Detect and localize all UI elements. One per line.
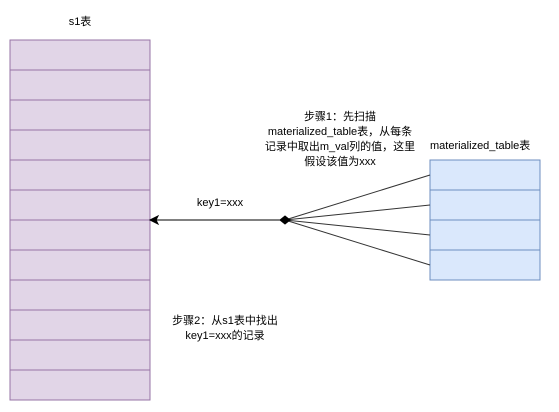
step1-line: 假设该值为xxx: [304, 156, 376, 168]
s1-table-title: s1表: [68, 16, 92, 28]
step1-line: materialized_table表，从每条: [267, 126, 413, 138]
materialized-table-row: [429, 159, 541, 191]
fan-line: [284, 174, 431, 221]
s1-table-row: [9, 39, 151, 71]
step2-line: key1=xxx的记录: [185, 330, 265, 342]
s1-table-row: [9, 279, 151, 311]
step2-annotation: 步骤2：从s1表中找出 key1=xxx的记录: [155, 314, 295, 344]
s1-table-row: [9, 219, 151, 251]
s1-table-row: [9, 69, 151, 101]
s1-table-row: [9, 99, 151, 131]
s1-table-row: [9, 339, 151, 371]
edge-label: key1=xxx: [196, 197, 244, 209]
arrowhead-icon: [148, 214, 160, 226]
s1-table-row: [9, 189, 151, 221]
fan-line: [284, 219, 431, 236]
fan-line: [284, 219, 431, 266]
materialized-table-title: materialized_table表: [430, 140, 531, 152]
s1-table-row: [9, 309, 151, 341]
s1-table-row: [9, 369, 151, 401]
s1-table-row: [9, 249, 151, 281]
step2-line: 步骤2：从s1表中找出: [172, 315, 278, 327]
materialized-table: [429, 159, 541, 281]
step1-line: 记录中取出m_val列的值，这里: [264, 141, 416, 153]
materialized-table-row: [429, 219, 541, 251]
step1-annotation: 步骤1：先扫描 materialized_table表，从每条 记录中取出m_v…: [250, 110, 430, 170]
s1-table-row: [9, 159, 151, 191]
materialized-table-row: [429, 249, 541, 281]
connector-group: [148, 174, 431, 266]
s1-table: [9, 39, 151, 401]
materialized-table-row: [429, 189, 541, 221]
diamond-icon: [279, 215, 291, 225]
step1-line: 步骤1：先扫描: [303, 111, 377, 123]
s1-table-row: [9, 129, 151, 161]
fan-line: [284, 204, 431, 221]
